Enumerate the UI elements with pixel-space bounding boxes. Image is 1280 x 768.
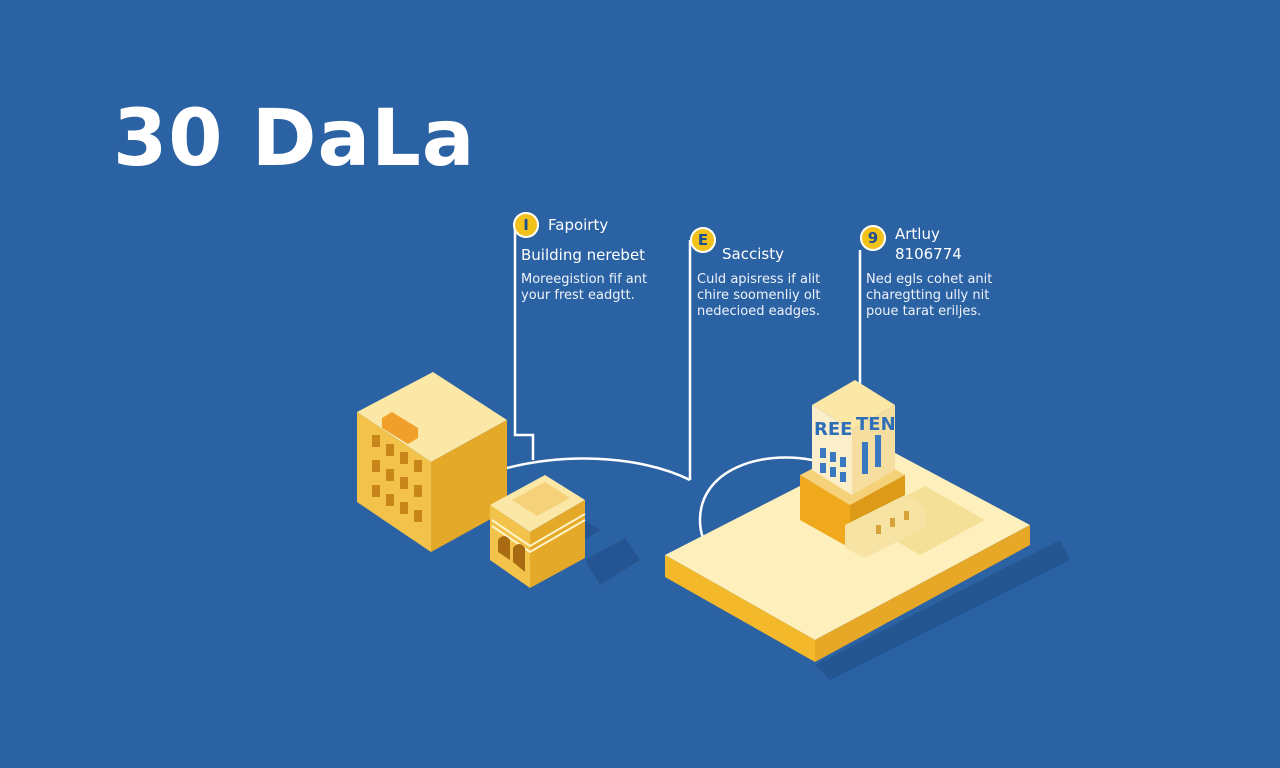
callout-3-label: Artluy <box>895 225 940 243</box>
tower-sign-right: TEN <box>856 414 896 435</box>
connector-lines <box>499 225 862 553</box>
callout-2-label: Saccisty <box>722 245 784 263</box>
connector-1 <box>513 225 535 460</box>
small-building <box>490 475 586 588</box>
page-title: 30 DaLa <box>113 94 476 184</box>
callout-2-desc-line-2: chire soomenliy olt <box>697 288 821 303</box>
tower-building <box>800 380 925 558</box>
callout-3-desc-line-3: poue tarat eriljes. <box>866 304 982 319</box>
callout-2-badge-icon: E <box>690 227 716 253</box>
callout-2-desc-line-1: Culd apisress if alit <box>697 272 821 287</box>
callout-2-desc-line-3: nedecioed eadges. <box>697 304 820 319</box>
tall-building <box>357 372 507 552</box>
callout-1-desc-line-2: your frest eadgtt. <box>521 288 635 303</box>
callout-3-desc-line-1: Ned egls cohet anit <box>866 272 993 287</box>
flow-arc-1 <box>499 457 691 482</box>
callout-3-badge-icon: 9 <box>860 225 886 251</box>
callout-1-badge-icon: I <box>513 212 539 238</box>
callout-1-desc-line-1: Moreegistion fif ant <box>521 272 648 287</box>
callout-1-label: Fapoirty <box>548 216 609 234</box>
tower-sign-left: REE <box>814 419 852 440</box>
callout-3-desc-line-2: charegtting ully nit <box>866 288 990 303</box>
callout-3-subtitle: 8106774 <box>895 245 962 263</box>
callout-1-subtitle: Building nerebet <box>521 246 646 264</box>
